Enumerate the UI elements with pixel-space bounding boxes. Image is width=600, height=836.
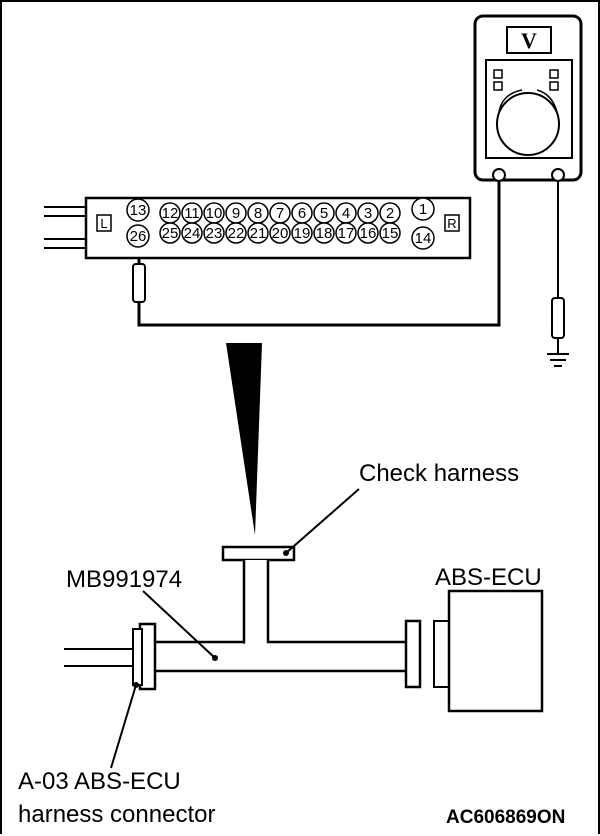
pin-upper-label-5: 5	[320, 205, 328, 222]
pin-lower-circle-21	[247, 222, 269, 244]
leader-lines	[110, 488, 360, 769]
pin-upper-circle-13	[126, 198, 150, 222]
figure-code: AC606869ON	[446, 807, 566, 828]
abs-ecu-unit	[433, 589, 544, 713]
pin-lower-circle-18	[313, 222, 335, 244]
pointer-wedge	[226, 343, 262, 535]
connector-side-right: R	[447, 216, 456, 231]
pin-upper-label-12: 12	[162, 205, 179, 222]
connector-label-line2: harness connector	[18, 801, 216, 828]
pin-upper-label-11: 11	[184, 205, 200, 222]
pin-lower-circle-20	[269, 222, 291, 244]
connector-side-left: L	[100, 216, 107, 231]
pin-lower-circle-26	[126, 224, 150, 248]
pin-lower-circle-17	[335, 222, 357, 244]
pin-upper-label-3: 3	[364, 205, 372, 222]
pin-upper-label-7: 7	[276, 205, 284, 222]
pin-upper-label-2: 2	[386, 205, 394, 222]
ground-clip	[551, 297, 565, 354]
pin-lower-circle-19	[291, 222, 313, 244]
pin-lower-label-19: 19	[294, 225, 311, 242]
pin-lower-circle-14	[411, 226, 435, 250]
pin-lower-label-16: 16	[360, 225, 377, 242]
pin-upper-label-13: 13	[130, 202, 147, 219]
pin-lower-circle-23	[203, 222, 225, 244]
connector-label-line1: A-03 ABS-ECU	[18, 768, 181, 795]
pin-upper-label-8: 8	[254, 205, 262, 222]
pin-upper-label-10: 10	[206, 205, 223, 222]
pin-lower-label-26: 26	[130, 228, 147, 245]
pin-upper-label-4: 4	[342, 205, 350, 222]
pin-lower-label-23: 23	[206, 225, 223, 242]
pin-lower-label-14: 14	[415, 230, 432, 247]
voltmeter: V	[473, 14, 583, 182]
pin-lower-label-20: 20	[272, 225, 289, 242]
pin-lower-circle-24	[181, 222, 203, 244]
mb991974-adapter	[132, 545, 422, 691]
pin-lower-circle-22	[225, 222, 247, 244]
meter-mode-label: V	[521, 28, 537, 53]
pin-lower-circle-25	[159, 222, 181, 244]
ground-icon	[547, 353, 569, 367]
pin-lower-label-15: 15	[382, 225, 399, 242]
pin-lower-circle-15	[379, 222, 401, 244]
check-harness-label: Check harness	[359, 460, 520, 487]
tool-number-label: MB991974	[66, 566, 183, 593]
pin-lower-label-24: 24	[184, 225, 201, 242]
pin-upper-label-9: 9	[232, 205, 240, 222]
probe-lead-positive	[137, 181, 501, 327]
pin-upper-label-6: 6	[298, 205, 306, 222]
pin-lower-label-18: 18	[316, 225, 333, 242]
pin-lower-label-17: 17	[338, 225, 355, 242]
pin-upper-label-1: 1	[419, 201, 427, 218]
pin-lower-circle-16	[357, 222, 379, 244]
pin-lower-label-25: 25	[162, 225, 179, 242]
pin-lower-label-21: 21	[250, 225, 267, 242]
pin-lower-label-22: 22	[228, 225, 245, 242]
vehicle-harness-wires	[64, 648, 133, 667]
abs-ecu-label: ABS-ECU	[435, 564, 542, 591]
pin-upper-circle-1	[411, 197, 435, 221]
